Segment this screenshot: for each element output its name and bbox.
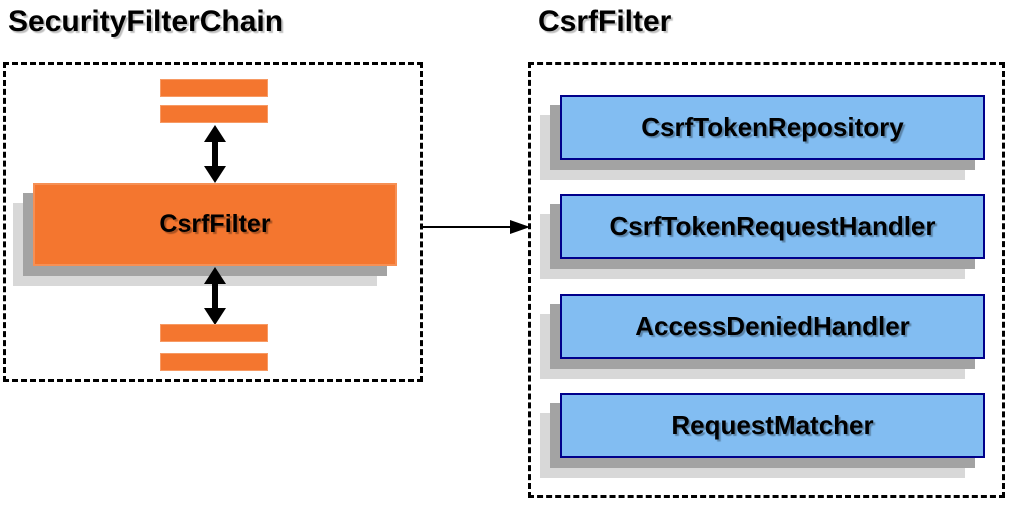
filter-chain-bar-bottom-1 xyxy=(160,324,268,342)
component-box-request-matcher: RequestMatcher xyxy=(560,393,985,458)
csrf-filter-node: CsrfFilter xyxy=(33,183,397,266)
component-label: CsrfTokenRepository xyxy=(641,112,904,142)
double-arrow-top-icon xyxy=(204,125,226,183)
component-label: RequestMatcher xyxy=(671,410,874,440)
filter-chain-bar-top-2 xyxy=(160,105,268,123)
component-box-csrf-token-request-handler: CsrfTokenRequestHandler xyxy=(560,194,985,259)
component-box-csrf-token-repository: CsrfTokenRepository xyxy=(560,95,985,160)
csrf-filter-container xyxy=(528,62,1005,498)
security-filter-chain-title: SecurityFilterChain xyxy=(8,5,284,38)
filter-chain-bar-bottom-2 xyxy=(160,353,268,371)
double-arrow-bottom-icon xyxy=(204,267,226,325)
csrf-filter-title: CsrfFilter xyxy=(538,5,672,38)
component-label: AccessDeniedHandler xyxy=(635,311,910,341)
csrf-filter-node-label: CsrfFilter xyxy=(159,210,271,238)
component-box-access-denied-handler: AccessDeniedHandler xyxy=(560,294,985,359)
security-filter-chain-container xyxy=(3,62,423,382)
component-label: CsrfTokenRequestHandler xyxy=(609,211,936,241)
filter-chain-bar-top-1 xyxy=(160,79,268,97)
right-arrow-icon xyxy=(420,220,530,234)
